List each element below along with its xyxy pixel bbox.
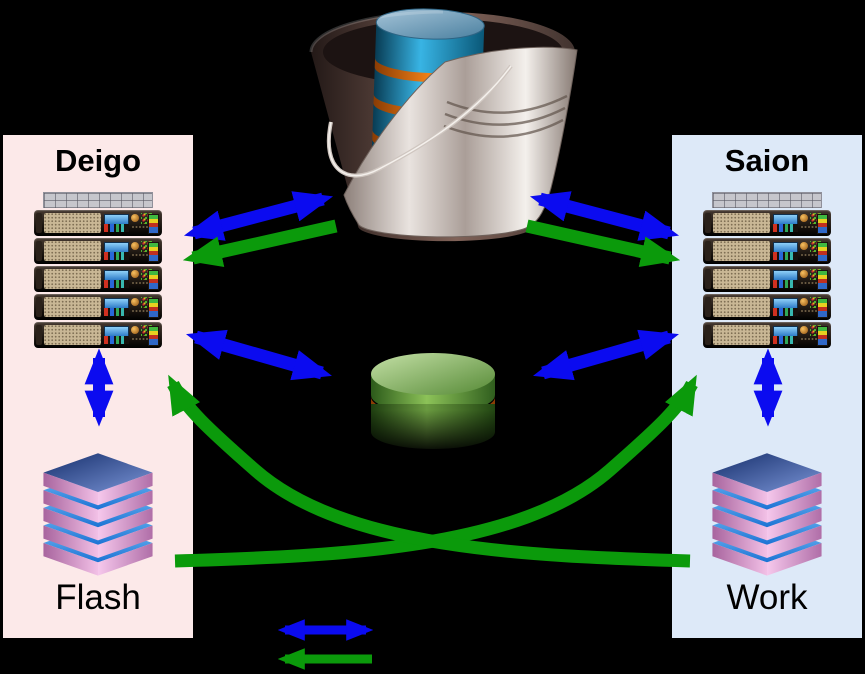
saion-cluster-panel: Saion Work bbox=[672, 135, 862, 638]
storage-stack-icon bbox=[43, 453, 153, 576]
server-unit-list bbox=[34, 210, 162, 348]
deigo-cluster-panel: Deigo Flash bbox=[3, 135, 193, 638]
storage-layer bbox=[712, 453, 822, 506]
rack-vent-grille-icon bbox=[43, 192, 153, 208]
cluster-title-saion: Saion bbox=[724, 143, 810, 178]
deigo-centerdb-blue-arrow bbox=[186, 329, 332, 381]
cluster-title-deigo: Deigo bbox=[54, 143, 142, 178]
server-rack-icon bbox=[703, 192, 831, 348]
saion-centerdb-blue-arrow bbox=[533, 329, 679, 381]
server-unit bbox=[703, 238, 831, 264]
server-unit bbox=[703, 294, 831, 320]
server-unit bbox=[34, 238, 162, 264]
rack-vent-grille-icon bbox=[712, 192, 822, 208]
server-unit bbox=[34, 294, 162, 320]
shared-database-icon bbox=[368, 353, 498, 454]
bucket-database-icon bbox=[309, 8, 578, 242]
server-unit bbox=[703, 322, 831, 348]
server-unit bbox=[34, 266, 162, 292]
server-unit bbox=[703, 210, 831, 236]
server-unit bbox=[34, 210, 162, 236]
storage-label-work: Work bbox=[726, 578, 808, 617]
storage-stack-icon bbox=[712, 453, 822, 576]
server-unit bbox=[703, 266, 831, 292]
server-rack-icon bbox=[34, 192, 162, 348]
server-unit-list bbox=[703, 210, 831, 348]
storage-label-flash: Flash bbox=[55, 578, 141, 617]
server-unit bbox=[34, 322, 162, 348]
